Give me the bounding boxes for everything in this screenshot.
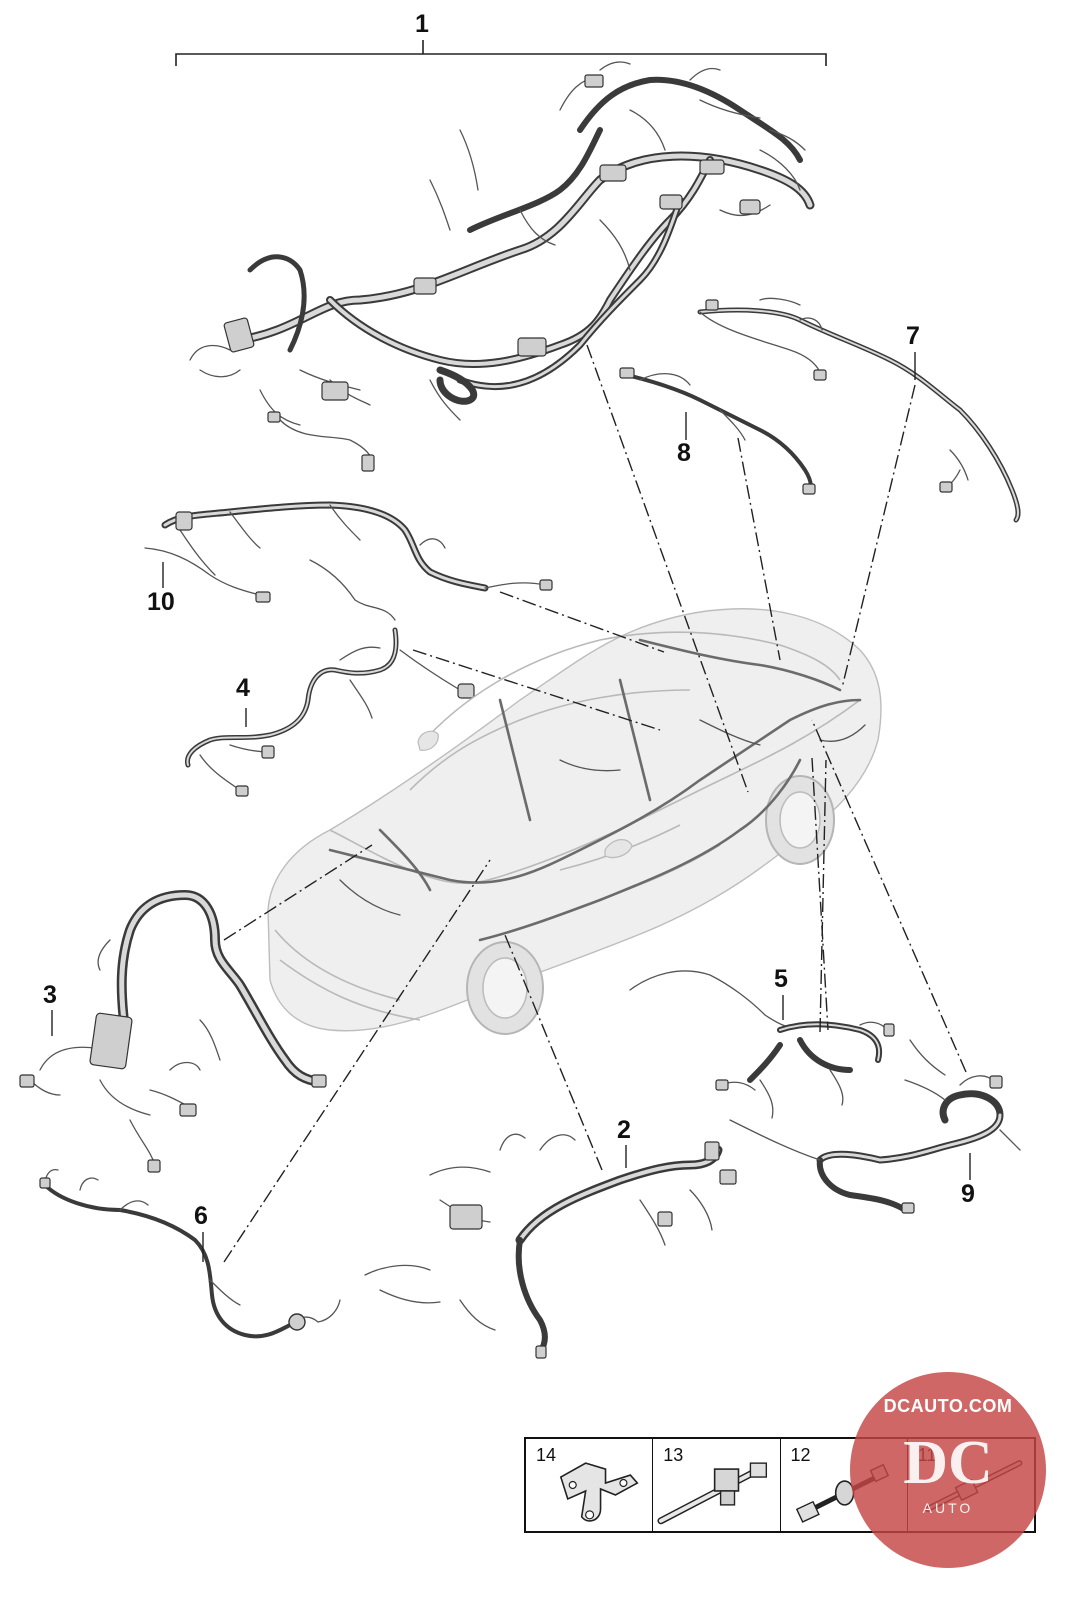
dcauto-watermark-logo: DCAUTO.COM DC AUTO bbox=[850, 1372, 1046, 1568]
part-cell-13: 13 bbox=[653, 1439, 781, 1531]
callout-8: 8 bbox=[677, 439, 691, 467]
part-number: 12 bbox=[790, 1445, 811, 1465]
car-body bbox=[267, 608, 882, 1035]
callout-6: 6 bbox=[194, 1202, 208, 1230]
harness-item-10 bbox=[144, 501, 553, 621]
callout-1: 1 bbox=[415, 10, 429, 38]
callout-2: 2 bbox=[617, 1116, 631, 1144]
part-cell-14: 14 bbox=[526, 1439, 654, 1531]
part-number: 13 bbox=[663, 1445, 684, 1465]
callout-7: 7 bbox=[906, 322, 920, 350]
watermark-dc-logo: DC bbox=[903, 1429, 993, 1497]
bracket-item-1 bbox=[175, 40, 827, 66]
part-number: 14 bbox=[536, 1445, 557, 1465]
callout-5: 5 bbox=[774, 965, 788, 993]
harness-item-3 bbox=[19, 890, 327, 1173]
watermark-text: DCAUTO.COM bbox=[883, 1396, 1013, 1416]
callout-ticks bbox=[51, 352, 971, 1262]
harness-item-5 bbox=[629, 970, 895, 1119]
harness-item-2 bbox=[364, 1133, 737, 1359]
harness-item-8 bbox=[619, 367, 816, 495]
leader-lines bbox=[223, 344, 967, 1263]
bracket-icon bbox=[559, 1462, 639, 1522]
callout-4: 4 bbox=[236, 674, 250, 702]
harness-item-6 bbox=[39, 1169, 341, 1339]
cable-tie-holder-icon bbox=[657, 1462, 768, 1525]
harness-item-7 bbox=[697, 297, 1021, 523]
callout-10: 10 bbox=[147, 588, 175, 616]
harness-item-4 bbox=[184, 627, 475, 797]
callout-3: 3 bbox=[43, 981, 57, 1009]
harness-item-1 bbox=[189, 61, 815, 472]
watermark-sub: AUTO bbox=[922, 1500, 974, 1516]
callout-9: 9 bbox=[961, 1180, 975, 1208]
harness-item-9 bbox=[729, 1039, 1021, 1214]
